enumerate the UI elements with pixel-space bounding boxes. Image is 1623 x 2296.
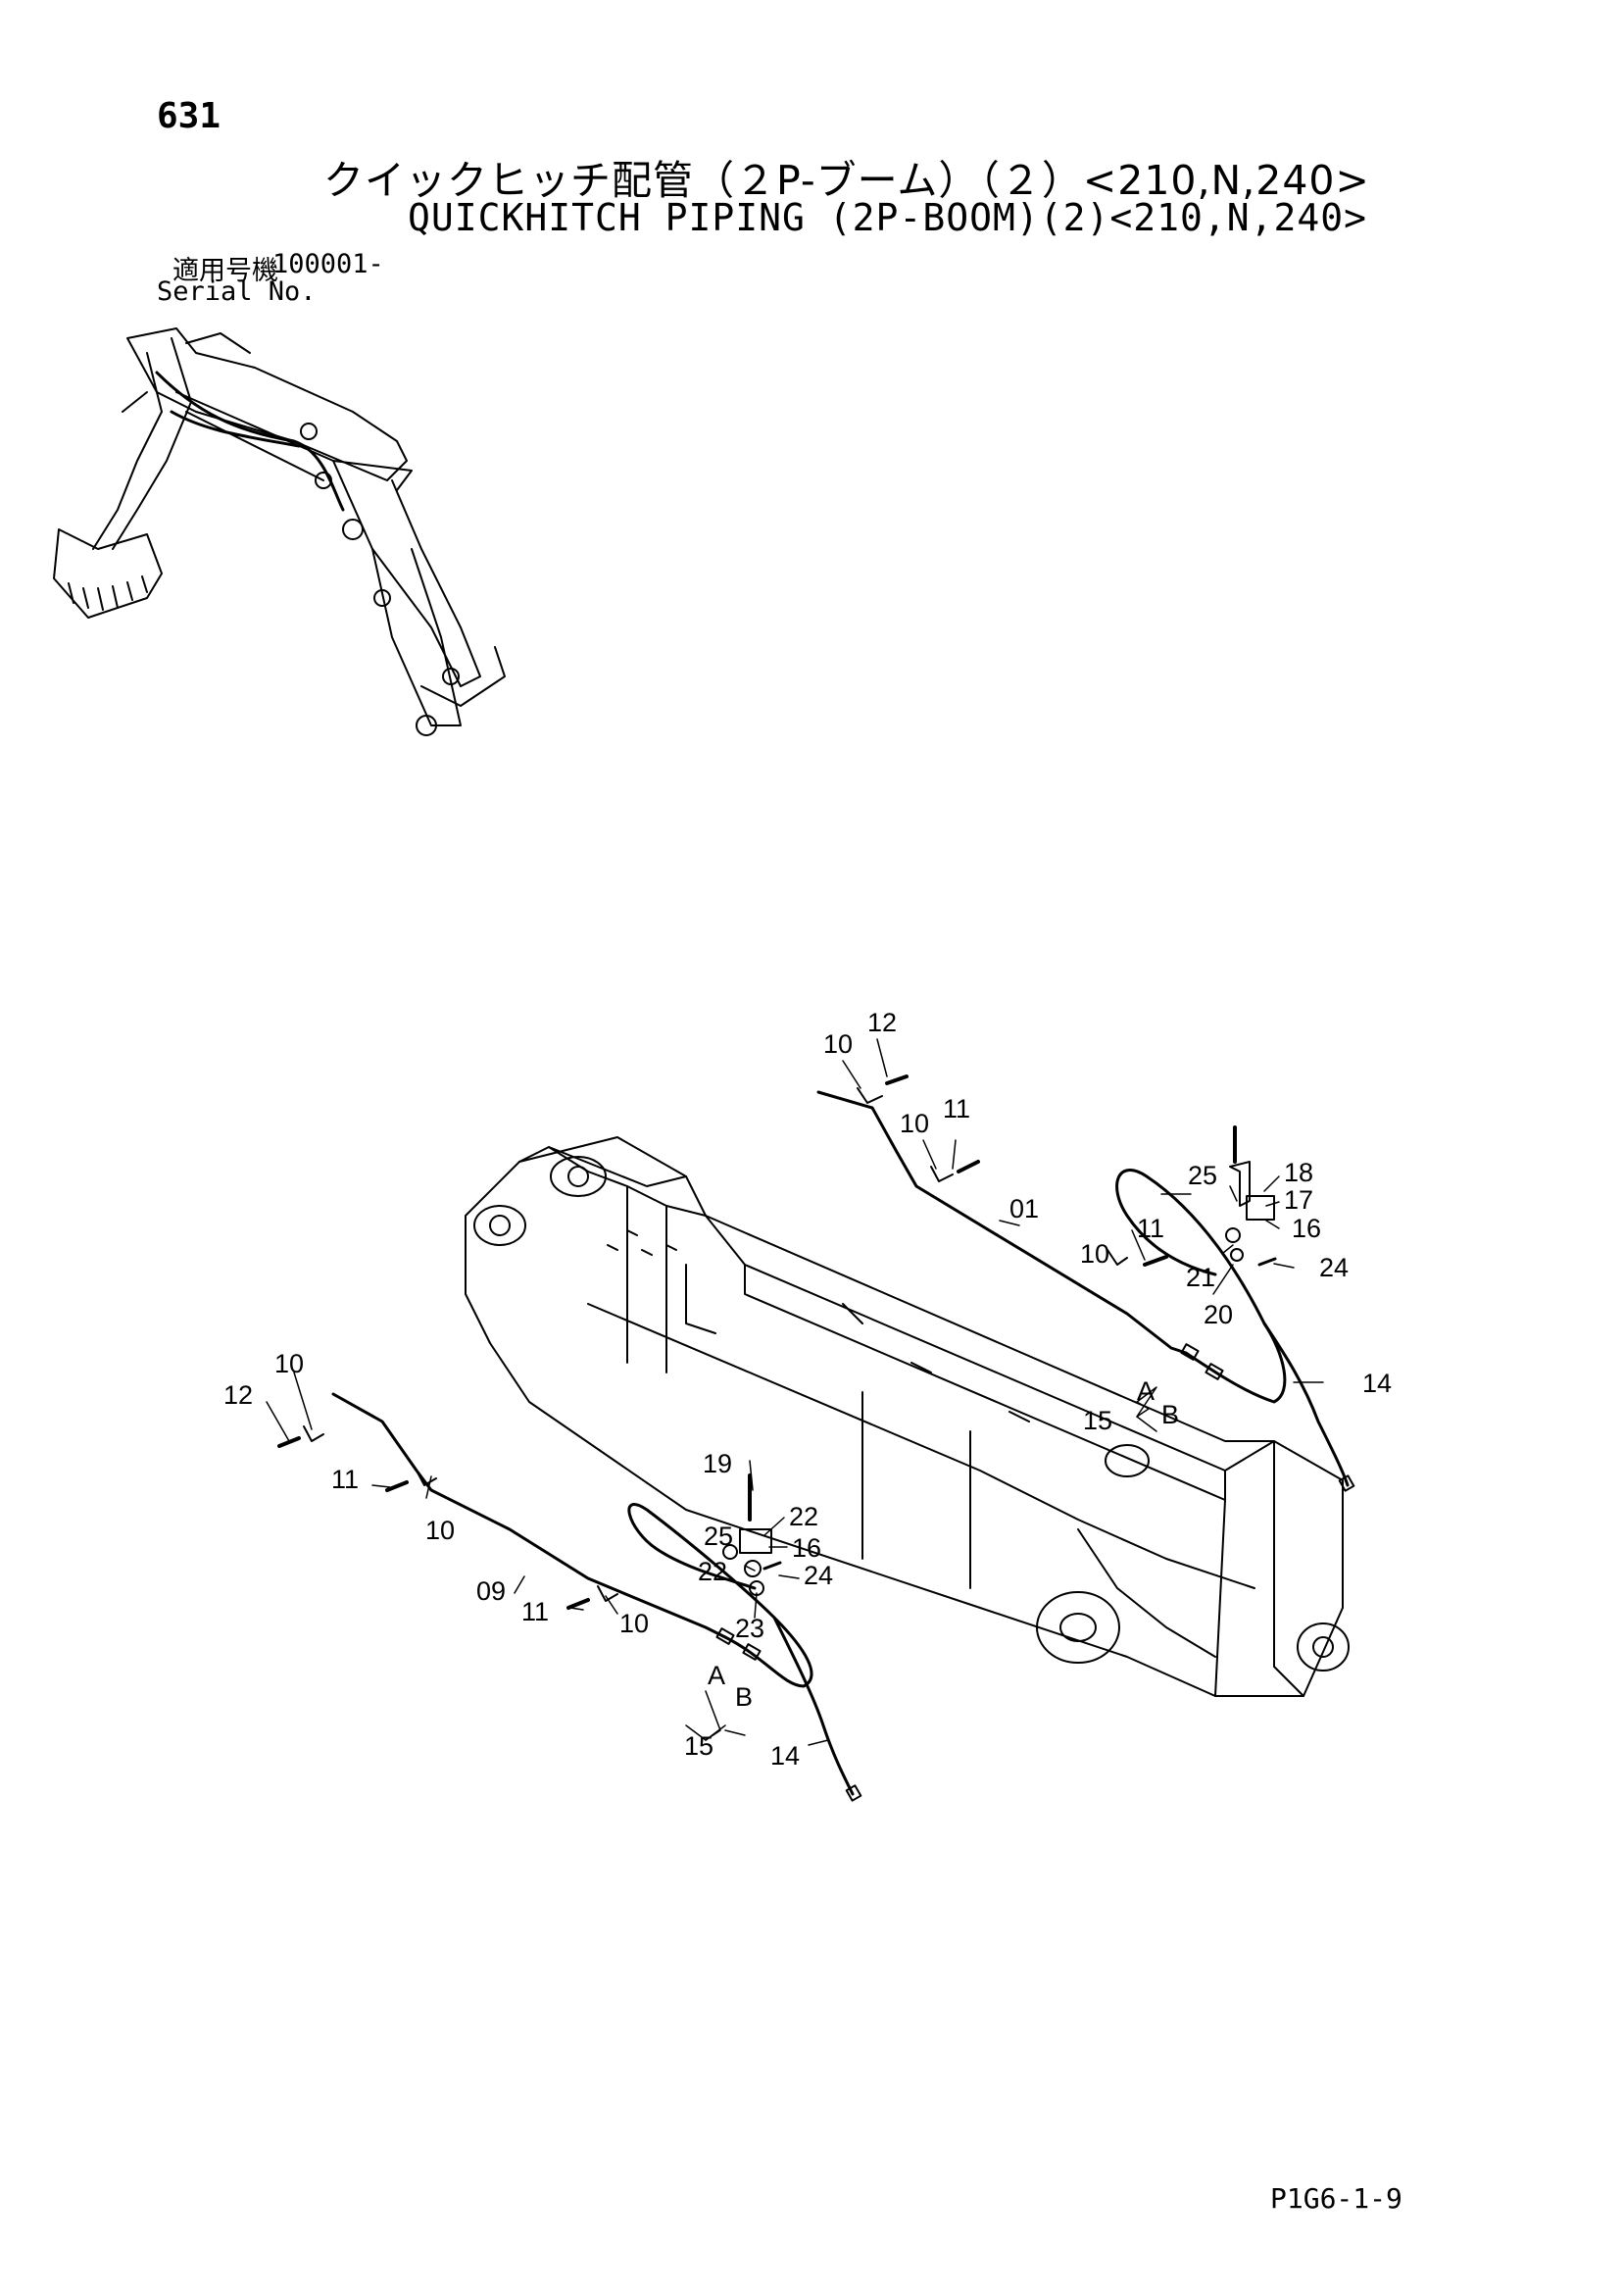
title-english: QUICKHITCH PIPING (2P-BOOM)(2)<210,N,240… [408,196,1367,239]
callout-12: 12 [223,1380,253,1410]
callout-01: 01 [1009,1194,1039,1223]
callout-11: 11 [1137,1214,1164,1243]
callout-10: 10 [1080,1239,1109,1269]
callout-10: 10 [619,1609,649,1638]
callout-10: 10 [274,1349,304,1378]
callout-19: 19 [703,1449,732,1478]
page-number: 631 [157,96,221,136]
callout-12: 12 [867,1008,897,1037]
serial-number-value: 100001- [272,249,384,279]
callout-24: 24 [1319,1253,1349,1282]
callout-09: 09 [476,1576,506,1606]
callout-14: 14 [770,1741,800,1771]
serial-label-japanese: 適用号機 [172,256,278,286]
callout-17: 17 [1284,1185,1313,1215]
callout-10: 10 [900,1109,929,1138]
callout-10: 10 [425,1516,455,1545]
callout-14: 14 [1362,1369,1392,1398]
title-japanese: クイックヒッチ配管（２P-ブーム）（２）<210,N,240> [323,157,1370,204]
callout-22: 22 [789,1502,818,1531]
callout-22: 22 [698,1557,727,1586]
callout-b: B [735,1682,753,1712]
callout-11: 11 [331,1465,359,1494]
page-code: P1G6-1-9 [1270,2182,1402,2215]
callout-a: A [1137,1376,1155,1406]
callout-11: 11 [521,1597,549,1626]
callout-10: 10 [823,1029,853,1059]
callout-15: 15 [684,1731,713,1761]
leader-lines [266,1038,1324,1746]
callout-20: 20 [1204,1300,1233,1329]
pipe-09 [331,1392,855,1796]
callout-16: 16 [792,1533,821,1563]
ab-bracket-marks [685,1386,1157,1741]
hose-fittings [715,1343,1355,1802]
callout-23: 23 [735,1614,764,1643]
callout-11: 11 [943,1094,970,1123]
callout-25: 25 [1188,1161,1217,1190]
callout-18: 18 [1284,1158,1313,1187]
callout-a: A [708,1661,725,1690]
boom-assembly [465,1136,1350,1697]
callout-15: 15 [1083,1406,1112,1435]
callout-b: B [1161,1400,1179,1429]
callout-25: 25 [704,1522,733,1551]
serial-label-english: Serial No. [157,276,317,307]
clamps-and-bolts [277,1074,1277,1610]
callout-16: 16 [1292,1214,1321,1243]
excavator-overview-thumbnail [53,327,506,736]
callout-numbers: 10 12 10 11 01 25 18 17 11 16 10 21 24 2… [223,1008,1392,1771]
callout-21: 21 [1186,1263,1215,1292]
pipe-01 [816,1090,1350,1487]
callout-24: 24 [804,1561,833,1590]
